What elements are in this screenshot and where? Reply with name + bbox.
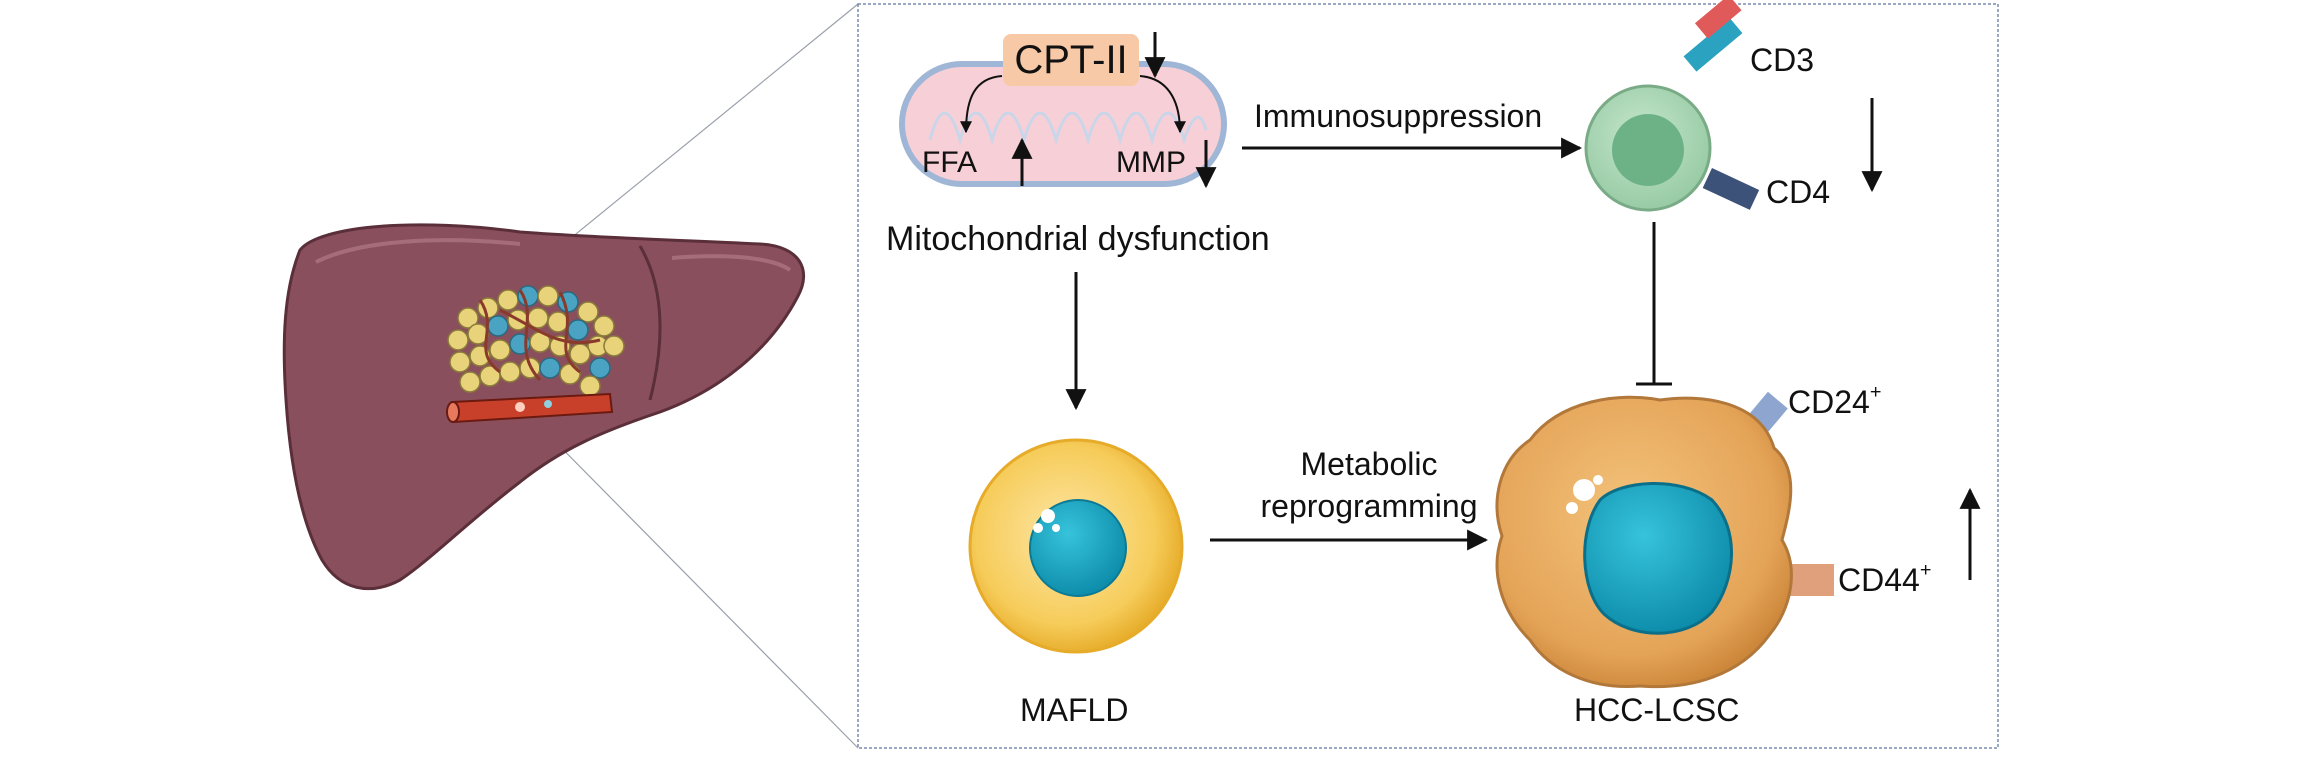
hcc-lcsc-cell-illustration — [1495, 391, 1834, 689]
ffa-label: FFA — [922, 146, 978, 179]
cd44-superscript: + — [1919, 559, 1932, 582]
mafld-label: MAFLD — [1020, 692, 1129, 728]
metabolic-label: Metabolic — [1300, 446, 1438, 482]
zoom-line-top — [521, 3, 859, 279]
tumor-cluster — [447, 285, 625, 397]
reprogramming-label: reprogramming — [1260, 488, 1478, 524]
t-cell-illustration — [1584, 0, 1760, 212]
cd24-label: CD24+ — [1788, 382, 1881, 420]
cd44-label: CD44+ — [1838, 560, 1931, 598]
cd24-text: CD24 — [1788, 384, 1870, 420]
cd24-superscript: + — [1869, 381, 1882, 404]
cd3-label: CD3 — [1750, 42, 1815, 78]
detail-panel-border — [857, 3, 1999, 749]
cd4-label: CD4 — [1766, 174, 1831, 210]
hcc-lcsc-label: HCC-LCSC — [1574, 692, 1740, 728]
mmp-label: MMP — [1116, 146, 1186, 179]
immunosuppression-label: Immunosuppression — [1254, 98, 1543, 134]
cd44-text: CD44 — [1838, 562, 1920, 598]
zoom-line-bottom — [521, 407, 859, 749]
mitochondrial-dysfunction-label: Mitochondrial dysfunction — [886, 220, 1270, 258]
blood-vessel — [446, 392, 614, 424]
mafld-cell-illustration — [968, 438, 1184, 654]
liver-illustration — [282, 223, 806, 591]
cpt-ii-label: CPT-II — [1003, 34, 1139, 86]
arrow-cpt-to-ffa — [960, 75, 1003, 134]
